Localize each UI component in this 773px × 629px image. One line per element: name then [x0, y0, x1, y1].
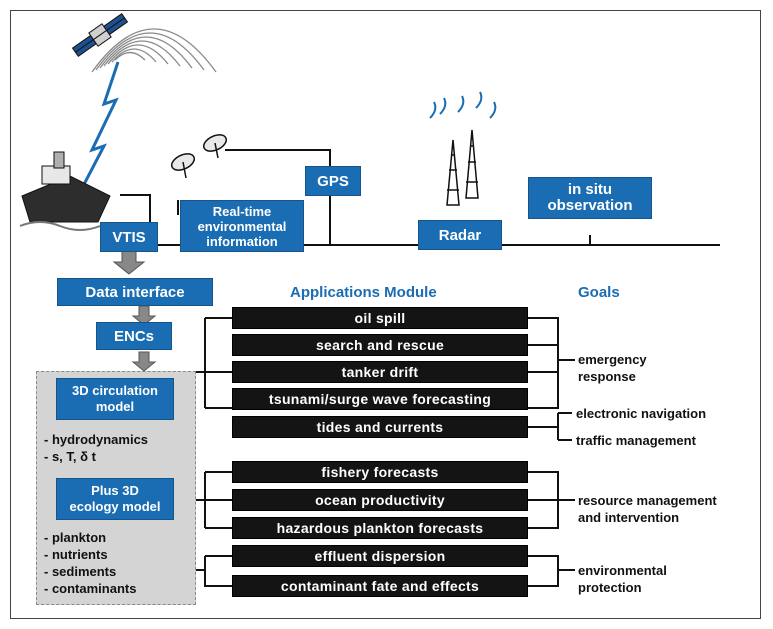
variable-hydrodynamics: - hydrodynamics — [44, 432, 149, 447]
radar-waves-icon — [429, 91, 497, 119]
goal-environmental-line2: protection — [578, 580, 642, 595]
vtis-box: VTIS — [100, 222, 158, 252]
goal-traffic-management: traffic management — [576, 433, 696, 448]
goal-emergency-line2: response — [578, 369, 636, 384]
app-contaminant-fate: contaminant fate and effects — [232, 575, 528, 597]
app-tsunami-forecasting: tsunami/surge wave forecasting — [232, 388, 528, 410]
ecology-model-box: Plus 3D ecology model — [56, 478, 174, 520]
data-interface-box: Data interface — [57, 278, 213, 306]
applications-module-header: Applications Module — [290, 284, 437, 301]
signal-waves-icon — [91, 28, 217, 73]
variable-nutrients: - nutrients — [44, 547, 108, 562]
variable-plankton: - plankton — [44, 530, 107, 545]
app-tanker-drift: tanker drift — [232, 361, 528, 383]
circulation-model-box: 3D circulation model — [56, 378, 174, 420]
goal-resource-line1: resource management — [578, 493, 717, 508]
app-search-and-rescue: search and rescue — [232, 334, 528, 356]
ecology-bracket — [192, 471, 232, 529]
goal-electronic-navigation: electronic navigation — [576, 406, 707, 421]
gps-box: GPS — [305, 166, 361, 196]
goal-environmental-protection: environmental protection — [578, 562, 667, 596]
satellite-link-icon — [78, 61, 120, 193]
emergency-bracket — [148, 317, 232, 409]
dish-antenna-icon — [170, 134, 228, 179]
app-tides-and-currents: tides and currents — [232, 416, 528, 438]
insitu-observation-box: in situ observation — [528, 177, 652, 219]
app-hazardous-plankton: hazardous plankton forecasts — [232, 517, 528, 539]
variable-sediments: - sediments — [44, 564, 117, 579]
ship-icon — [19, 151, 111, 231]
app-effluent-dispersion: effluent dispersion — [232, 545, 528, 567]
encs-box: ENCs — [96, 322, 172, 350]
goal-resource-management: resource management and intervention — [578, 492, 717, 526]
realtime-info-box: Real-time environmental information — [180, 200, 304, 252]
app-oil-spill: oil spill — [232, 307, 528, 329]
variable-contaminants: - contaminants — [44, 581, 137, 596]
radar-tower-icon — [446, 129, 479, 206]
radar-box: Radar — [418, 220, 502, 250]
satellite-icon — [71, 13, 129, 57]
goal-emergency-response: emergency response — [578, 351, 647, 385]
goal-environmental-line1: environmental — [578, 563, 667, 578]
app-fishery-forecasts: fishery forecasts — [232, 461, 528, 483]
ecology-variables: - plankton - nutrients - sediments - con… — [44, 529, 136, 597]
circulation-variables: - hydrodynamics - s, T, δ t — [44, 431, 148, 465]
arrow-to-model — [131, 351, 157, 372]
goal-emergency-line1: emergency — [578, 352, 647, 367]
goal-resource-line2: and intervention — [578, 510, 680, 525]
app-ocean-productivity: ocean productivity — [232, 489, 528, 511]
arrow-to-encs — [131, 305, 157, 326]
variable-s-t-delta: - s, T, δ t — [44, 449, 96, 464]
goals-header: Goals — [578, 284, 620, 301]
